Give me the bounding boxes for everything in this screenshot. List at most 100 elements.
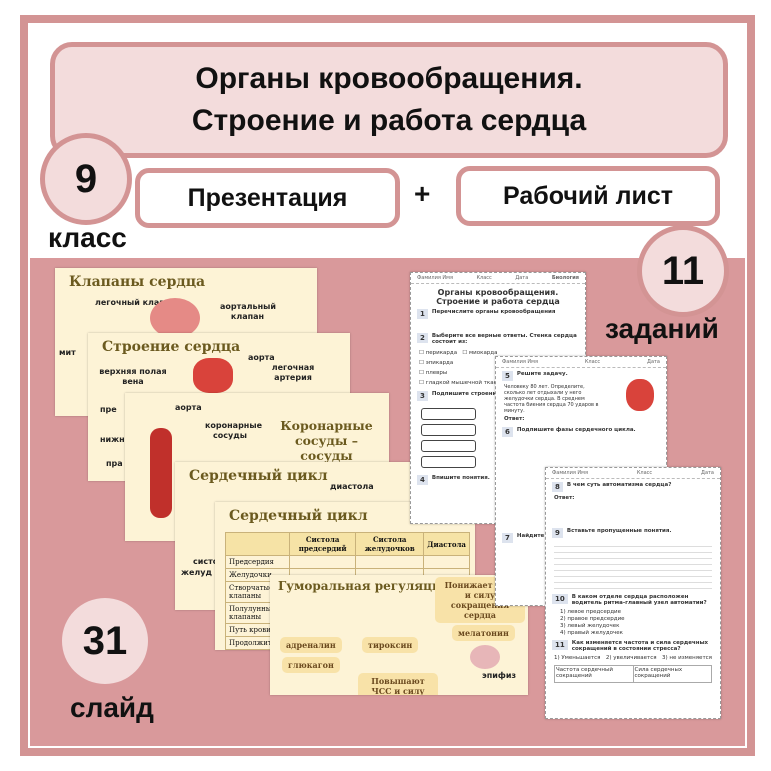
table-header xyxy=(224,532,291,556)
slide-humoral: Гуморальная регуляция адреналин глюкагон… xyxy=(270,575,528,695)
option[interactable]: ☐ перикарда ☐ миокарда xyxy=(419,350,498,356)
table-header: Диастола xyxy=(423,532,470,556)
option-text: перикарда xyxy=(425,350,458,356)
question-number: 9 xyxy=(552,528,563,538)
tasks-number: 11 xyxy=(661,248,705,293)
slide-label: аорта xyxy=(248,353,275,362)
heart-image xyxy=(193,358,233,393)
answer-box[interactable] xyxy=(421,440,476,452)
slide-label: диастола xyxy=(330,482,374,491)
tasks-label: заданий xyxy=(605,313,719,344)
text-lines xyxy=(554,541,712,591)
ws-header: Фамилия Имя xyxy=(552,470,588,476)
question-text: Как изменяется частота и сила сердечных … xyxy=(571,640,709,652)
tasks-badge: 11 xyxy=(637,225,729,317)
title-line-2: Строение и работа сердца xyxy=(191,104,587,137)
question-text: В чем суть автоматизма сердца? xyxy=(566,482,672,488)
ws-header: Фамилия Имя xyxy=(502,359,538,365)
tag-adrenaline: адреналин xyxy=(280,637,342,653)
slides-label: слайд xyxy=(70,692,154,723)
question-text: Выберите все верные ответы. Стенка сердц… xyxy=(431,333,577,345)
question-number: 2 xyxy=(417,333,428,343)
presentation-text: Презентация xyxy=(187,183,348,212)
tag-thyroxine: тироксин xyxy=(362,637,419,653)
option-text: плевры xyxy=(425,370,448,376)
question-text: Впишите понятия. xyxy=(431,475,490,481)
option: 1) левое предсердие xyxy=(560,609,621,615)
answer-box[interactable] xyxy=(421,424,476,436)
aorta-image xyxy=(150,428,172,518)
option[interactable]: ☐ эпикарда xyxy=(419,360,454,366)
ws-header: Класс xyxy=(584,359,601,365)
question-number: 4 xyxy=(417,475,428,485)
option-text: гладкой мышечной ткани xyxy=(425,380,501,386)
slide-label: мит xyxy=(59,348,76,357)
slides-number: 31 xyxy=(82,618,128,663)
brain-image xyxy=(470,645,500,669)
question-number: 5 xyxy=(502,371,513,381)
presentation-label: Презентация xyxy=(135,168,400,228)
heart-image xyxy=(626,379,654,411)
question-number: 7 xyxy=(502,533,513,543)
tag-increase: Повышают ЧСС и силу сокращения сердца xyxy=(358,673,438,695)
option: 4) правый желудочек xyxy=(560,630,623,636)
question-text: Подпишите фазы сердечного цикла. xyxy=(516,427,636,433)
slide-label: аорта xyxy=(175,403,202,412)
slide-label: верхняя полая вена xyxy=(99,367,167,386)
question-text: Решите задачу. xyxy=(516,371,568,377)
slide-label: коронарные сосуды xyxy=(205,421,262,440)
table-header: Сила сердечных сокращений xyxy=(634,667,683,679)
option: 3) не изменяется xyxy=(662,655,712,661)
question-text: Перечислите органы кровообращения xyxy=(431,309,556,315)
ws-header: Биология xyxy=(551,275,579,281)
ws-title: Органы кровообращения. xyxy=(437,288,559,297)
ws-title: Строение и работа сердца xyxy=(436,297,560,306)
grade-number: 9 xyxy=(74,156,98,201)
slide-title: Сердечный цикл xyxy=(229,508,368,524)
slide-label: пра xyxy=(106,459,123,468)
option-text: эпикарда xyxy=(425,360,454,366)
slide-label: систо xyxy=(193,557,219,566)
question-text: В каком отделе сердца расположен водител… xyxy=(571,594,707,606)
slide-title: Гуморальная регуляция xyxy=(278,579,450,593)
table-header: Систола предсердий xyxy=(289,532,357,556)
tag-glucagon: глюкагон xyxy=(282,657,340,673)
question-number: 3 xyxy=(417,391,428,401)
question-number: 6 xyxy=(502,427,513,437)
ws-header: Дата xyxy=(515,275,529,281)
option[interactable]: ☐ плевры xyxy=(419,370,448,376)
answer-label: Ответ: xyxy=(554,495,575,501)
grade-label: класс xyxy=(48,222,127,253)
worksheet-text: Рабочий лист xyxy=(503,181,673,210)
option-text: миокарда xyxy=(469,350,498,356)
ws-header: Класс xyxy=(636,470,653,476)
question-text: Вставьте пропущенные понятия. xyxy=(566,528,672,534)
table-header: Частота сердечный сокращений xyxy=(555,666,634,682)
ws-header: Дата xyxy=(647,359,660,365)
answer-label: Ответ: xyxy=(504,416,525,422)
question-number: 10 xyxy=(552,594,568,604)
option: 1) Уменьшается xyxy=(554,655,601,661)
slide-label: легочный клапан xyxy=(95,298,176,307)
question-number: 1 xyxy=(417,309,428,319)
slides-badge: 31 xyxy=(62,598,148,684)
slide-title: Строение сердца xyxy=(102,339,241,355)
option: 2) увеличивается xyxy=(605,655,657,661)
plus-sign: + xyxy=(414,178,431,209)
slide-title: Клапаны сердца xyxy=(69,274,206,290)
grade-badge: 9 xyxy=(40,133,132,225)
answer-box[interactable] xyxy=(421,408,476,420)
question-text: Подпишите строение сердца xyxy=(431,391,526,397)
option[interactable]: ☐ гладкой мышечной ткани xyxy=(419,380,501,386)
slide-label: желуд xyxy=(181,568,212,577)
table-row: Предсердия xyxy=(224,555,470,569)
task-text: Человеку 80 лет. Определите, сколько лет… xyxy=(504,384,599,414)
heart-valve-image xyxy=(150,298,200,338)
slide-label: легочная артерия xyxy=(271,363,315,382)
title-line-1: Органы кровообращения. xyxy=(195,62,583,95)
slide-label: аортальный клапан xyxy=(220,302,276,321)
title-banner: Органы кровообращения. Строение и работа… xyxy=(50,42,728,158)
worksheet-label: Рабочий лист xyxy=(456,166,720,226)
answer-box[interactable] xyxy=(421,456,476,468)
slide-label: эпифиз xyxy=(482,671,517,680)
